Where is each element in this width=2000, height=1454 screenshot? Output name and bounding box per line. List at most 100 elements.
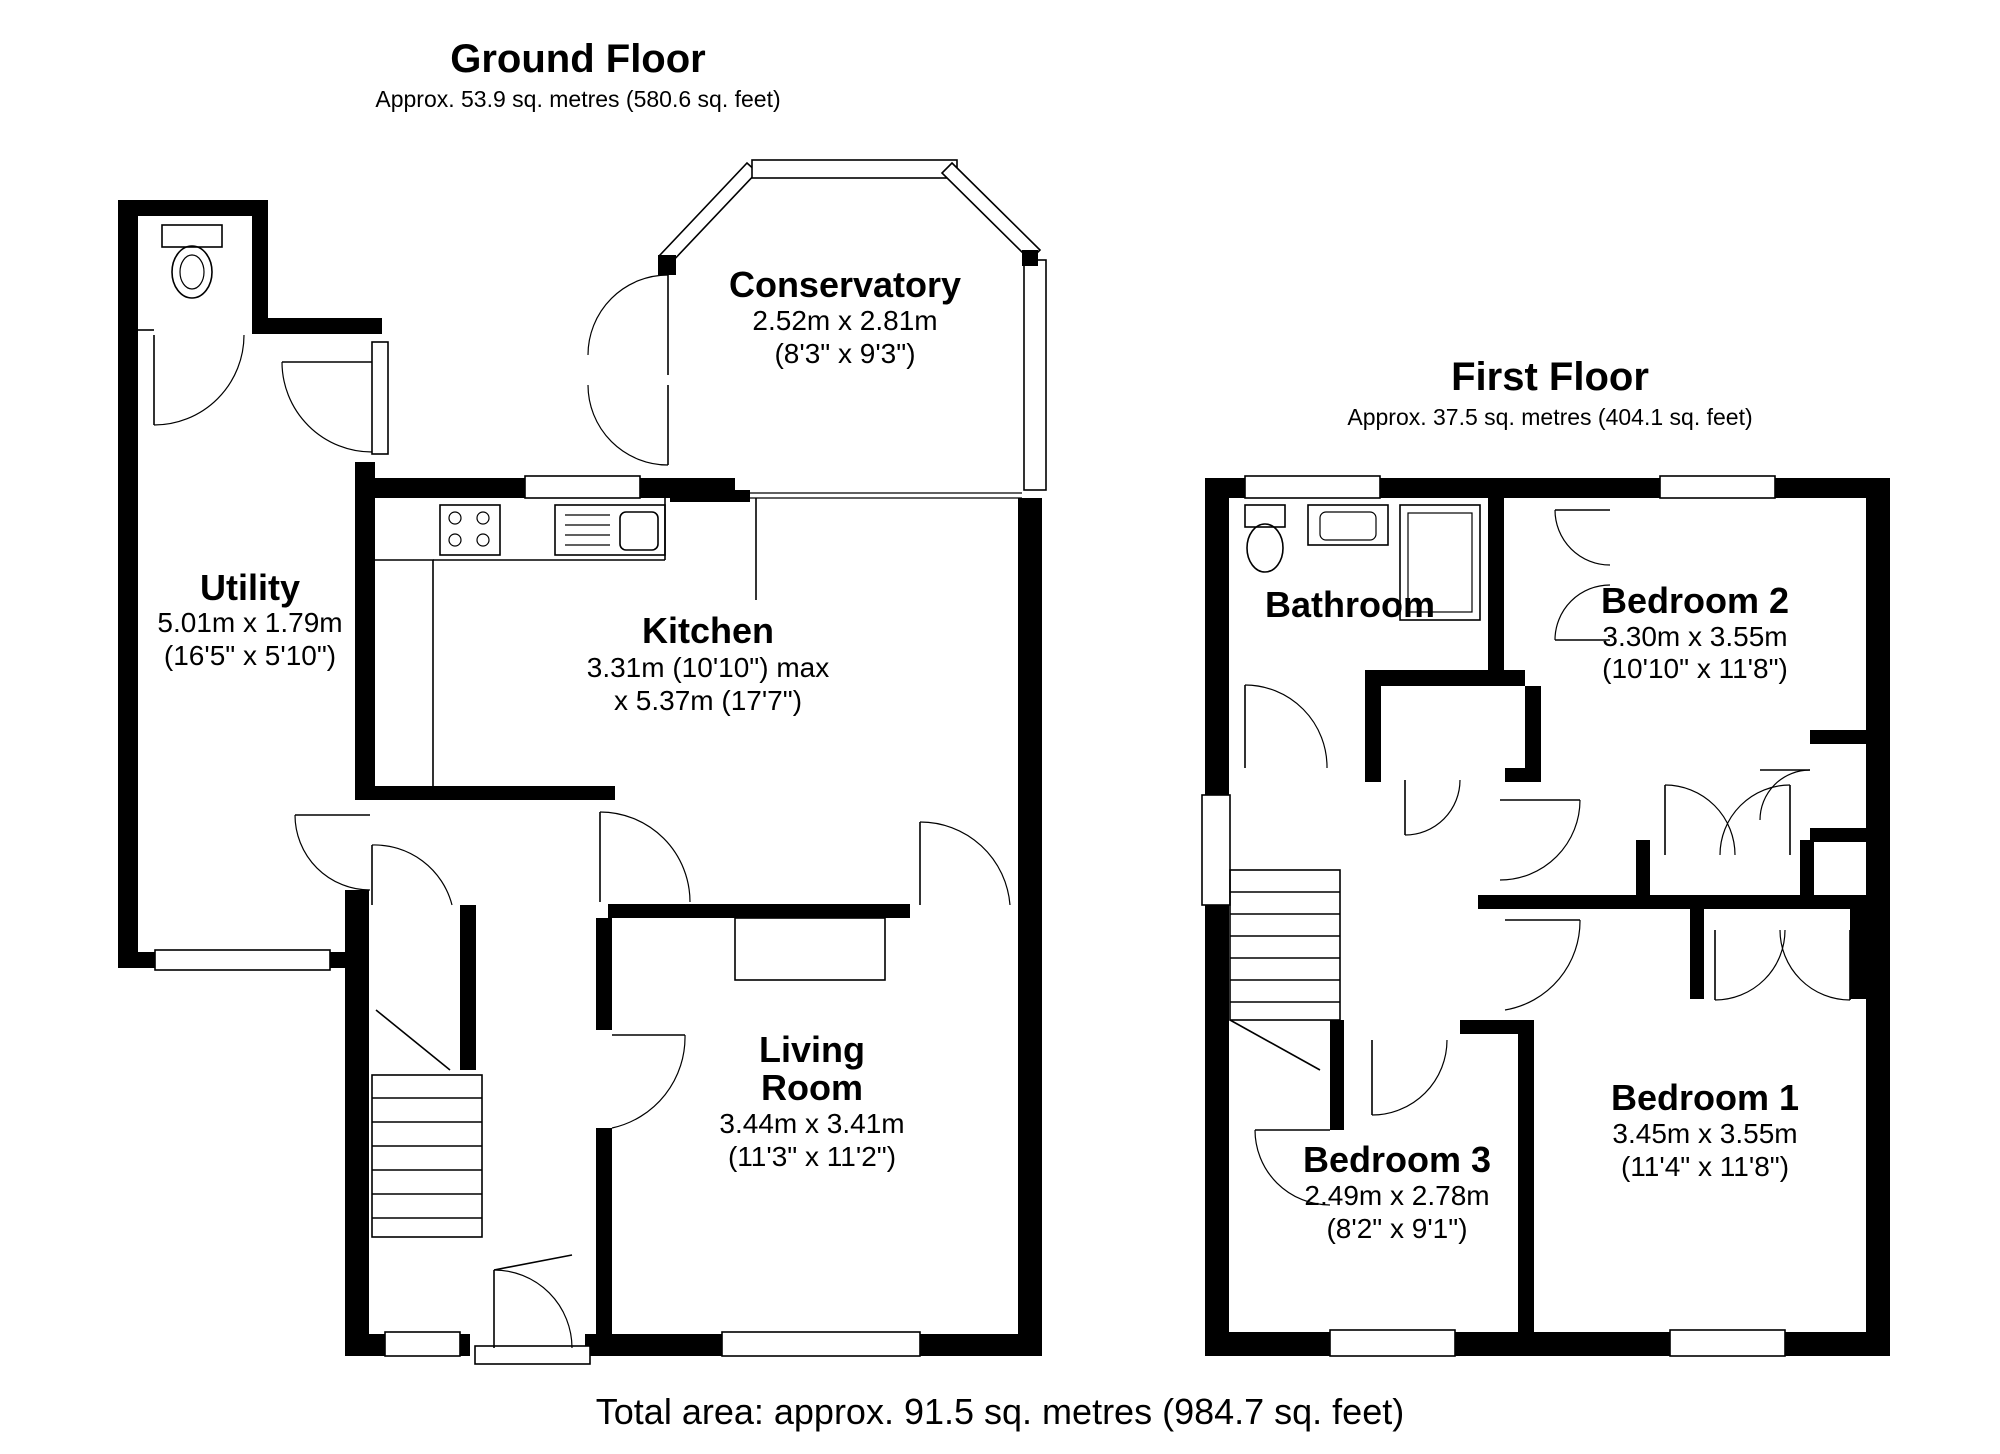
utility-dim1: 5.01m x 1.79m — [157, 607, 342, 638]
utility-door-swing-icon — [138, 329, 245, 426]
utility-wall-left — [118, 200, 138, 968]
bedroom3-cupboard-door-icon — [1254, 1129, 1331, 1206]
first-wall-bottom — [1205, 1332, 1890, 1356]
shower-icon — [1399, 504, 1481, 621]
bedroom1-wardrobe-doors-icon — [1714, 929, 1851, 1001]
bedroom2-door-icon — [1499, 799, 1581, 881]
ground-floor-plan — [118, 159, 1047, 1365]
ground-wall-bottom-right — [920, 1334, 1042, 1356]
cupboard-wall-b2 — [1810, 730, 1866, 744]
first-wall-left — [1205, 478, 1229, 1356]
airing-cupboard-bottom — [1505, 768, 1541, 782]
first-floor-plan — [1201, 475, 1890, 1357]
conservatory-structure — [658, 159, 1047, 499]
first-toilet-icon — [1244, 504, 1286, 573]
toilet-icon — [161, 224, 223, 299]
living-kitchen-door-icon — [919, 821, 1011, 906]
ground-wall-bottom-right2 — [590, 1334, 720, 1356]
bedroom1-window — [1669, 1329, 1786, 1357]
utility-wall-top2 — [252, 318, 382, 334]
bedroom3-door-icon — [1371, 1039, 1448, 1116]
bedroom2-dim1: 3.30m x 3.55m — [1602, 621, 1787, 652]
first-stairs-icon — [1229, 869, 1341, 1071]
under-stairs-wall — [460, 905, 476, 1070]
utility-wall-top — [118, 200, 268, 216]
living-room-label-line2: Room — [761, 1067, 863, 1108]
basin-icon — [1307, 504, 1389, 546]
living-hall-door-icon — [611, 1034, 686, 1129]
fireplace-icon — [734, 917, 886, 981]
airing-cupboard-wall — [1365, 686, 1381, 782]
bedroom2-window — [1659, 475, 1776, 499]
ground-floor-area: Approx. 53.9 sq. metres (580.6 sq. feet) — [375, 86, 780, 112]
living-wall-top — [608, 904, 910, 918]
conservatory-label: Conservatory — [729, 264, 961, 305]
bedroom2-cupboard-door-icon — [1554, 509, 1611, 641]
first-wall-right — [1866, 478, 1890, 1356]
front-door-icon — [493, 1254, 573, 1349]
conservatory-dim1: 2.52m x 2.81m — [752, 305, 937, 336]
living-room-dim2: (11'3" x 11'2") — [728, 1141, 896, 1172]
bathroom-wall-bottom — [1365, 670, 1525, 686]
total-area: Total area: approx. 91.5 sq. metres (984… — [596, 1391, 1404, 1432]
bedroom2-label: Bedroom 2 — [1601, 580, 1789, 621]
kitchen-wall-right — [1018, 498, 1042, 1348]
kitchen-hall-door-icon — [599, 811, 691, 903]
living-window — [721, 1331, 921, 1357]
bedroom2-cupboard2-door-icon — [1759, 769, 1811, 821]
landing-bedroom-wall — [1478, 895, 1866, 909]
front-door-step — [474, 1345, 591, 1365]
ground-stairs-icon — [371, 1009, 483, 1238]
landing-window — [1201, 794, 1231, 906]
hall-window — [384, 1331, 461, 1357]
kitchen-wall-left-upper — [355, 462, 375, 792]
airing-cupboard-door-icon — [1404, 779, 1461, 836]
kitchen-wall-top-left — [355, 478, 525, 498]
bedroom1-label: Bedroom 1 — [1611, 1077, 1799, 1118]
hob-icon — [439, 504, 501, 556]
bedroom1-door-icon — [1504, 919, 1581, 1011]
bedroom3-window — [1329, 1329, 1456, 1357]
bathroom-window — [1244, 475, 1381, 499]
wardrobe-wall-b1b — [1850, 909, 1866, 999]
kitchen-hall-wall — [355, 786, 615, 800]
bedroom1-dim2: (11'4" x 11'8") — [1621, 1151, 1789, 1182]
kitchen-label: Kitchen — [642, 610, 774, 651]
conservatory-doors-icon — [587, 274, 669, 466]
bedroom3-wall-left — [1330, 1020, 1344, 1130]
utility-window — [154, 949, 331, 971]
bathroom-label: Bathroom — [1265, 584, 1435, 625]
bedroom3-wall-right — [1518, 1020, 1534, 1334]
wardrobe-wall-b2 — [1636, 840, 1650, 895]
conservatory-post-right — [1022, 250, 1038, 266]
conservatory-dim2: (8'3" x 9'3") — [774, 338, 915, 369]
ground-floor-title: Ground Floor — [450, 37, 706, 81]
first-floor-area: Approx. 37.5 sq. metres (404.1 sq. feet) — [1347, 404, 1752, 430]
bedroom2-wardrobe-doors-icon — [1664, 784, 1791, 856]
living-wall-left — [596, 918, 612, 1030]
airing-cupboard-wall2 — [1525, 686, 1541, 782]
living-room-dim1: 3.44m x 3.41m — [719, 1108, 904, 1139]
kitchen-wall-top-right — [670, 490, 750, 502]
living-wall-left-lower — [596, 1128, 612, 1348]
conservatory-post-left — [658, 255, 676, 275]
living-room-label-line1: Living — [759, 1029, 865, 1070]
hall-wall-left — [345, 890, 369, 1356]
wardrobe-wall-b2b — [1800, 840, 1814, 895]
utility-label: Utility — [200, 567, 300, 608]
hall-utility-door-icon — [294, 814, 371, 891]
bathroom-wall-right — [1488, 498, 1504, 670]
bedroom3-dim2: (8'2" x 9'1") — [1326, 1213, 1467, 1244]
cupboard-wall-b2b — [1810, 828, 1866, 842]
bedroom3-label: Bedroom 3 — [1303, 1139, 1491, 1180]
bedroom3-wall-top — [1460, 1020, 1530, 1034]
bathroom-door-icon — [1244, 684, 1328, 769]
bedroom2-dim2: (10'10" x 11'8") — [1602, 653, 1788, 684]
kitchen-dim1: 3.31m (10'10") max — [587, 652, 830, 683]
first-floor-title: First Floor — [1451, 355, 1649, 399]
bedroom1-dim1: 3.45m x 3.55m — [1612, 1118, 1797, 1149]
kitchen-dim2: x 5.37m (17'7") — [614, 685, 802, 716]
bedroom3-dim1: 2.49m x 2.78m — [1304, 1180, 1489, 1211]
sink-icon — [554, 504, 666, 556]
